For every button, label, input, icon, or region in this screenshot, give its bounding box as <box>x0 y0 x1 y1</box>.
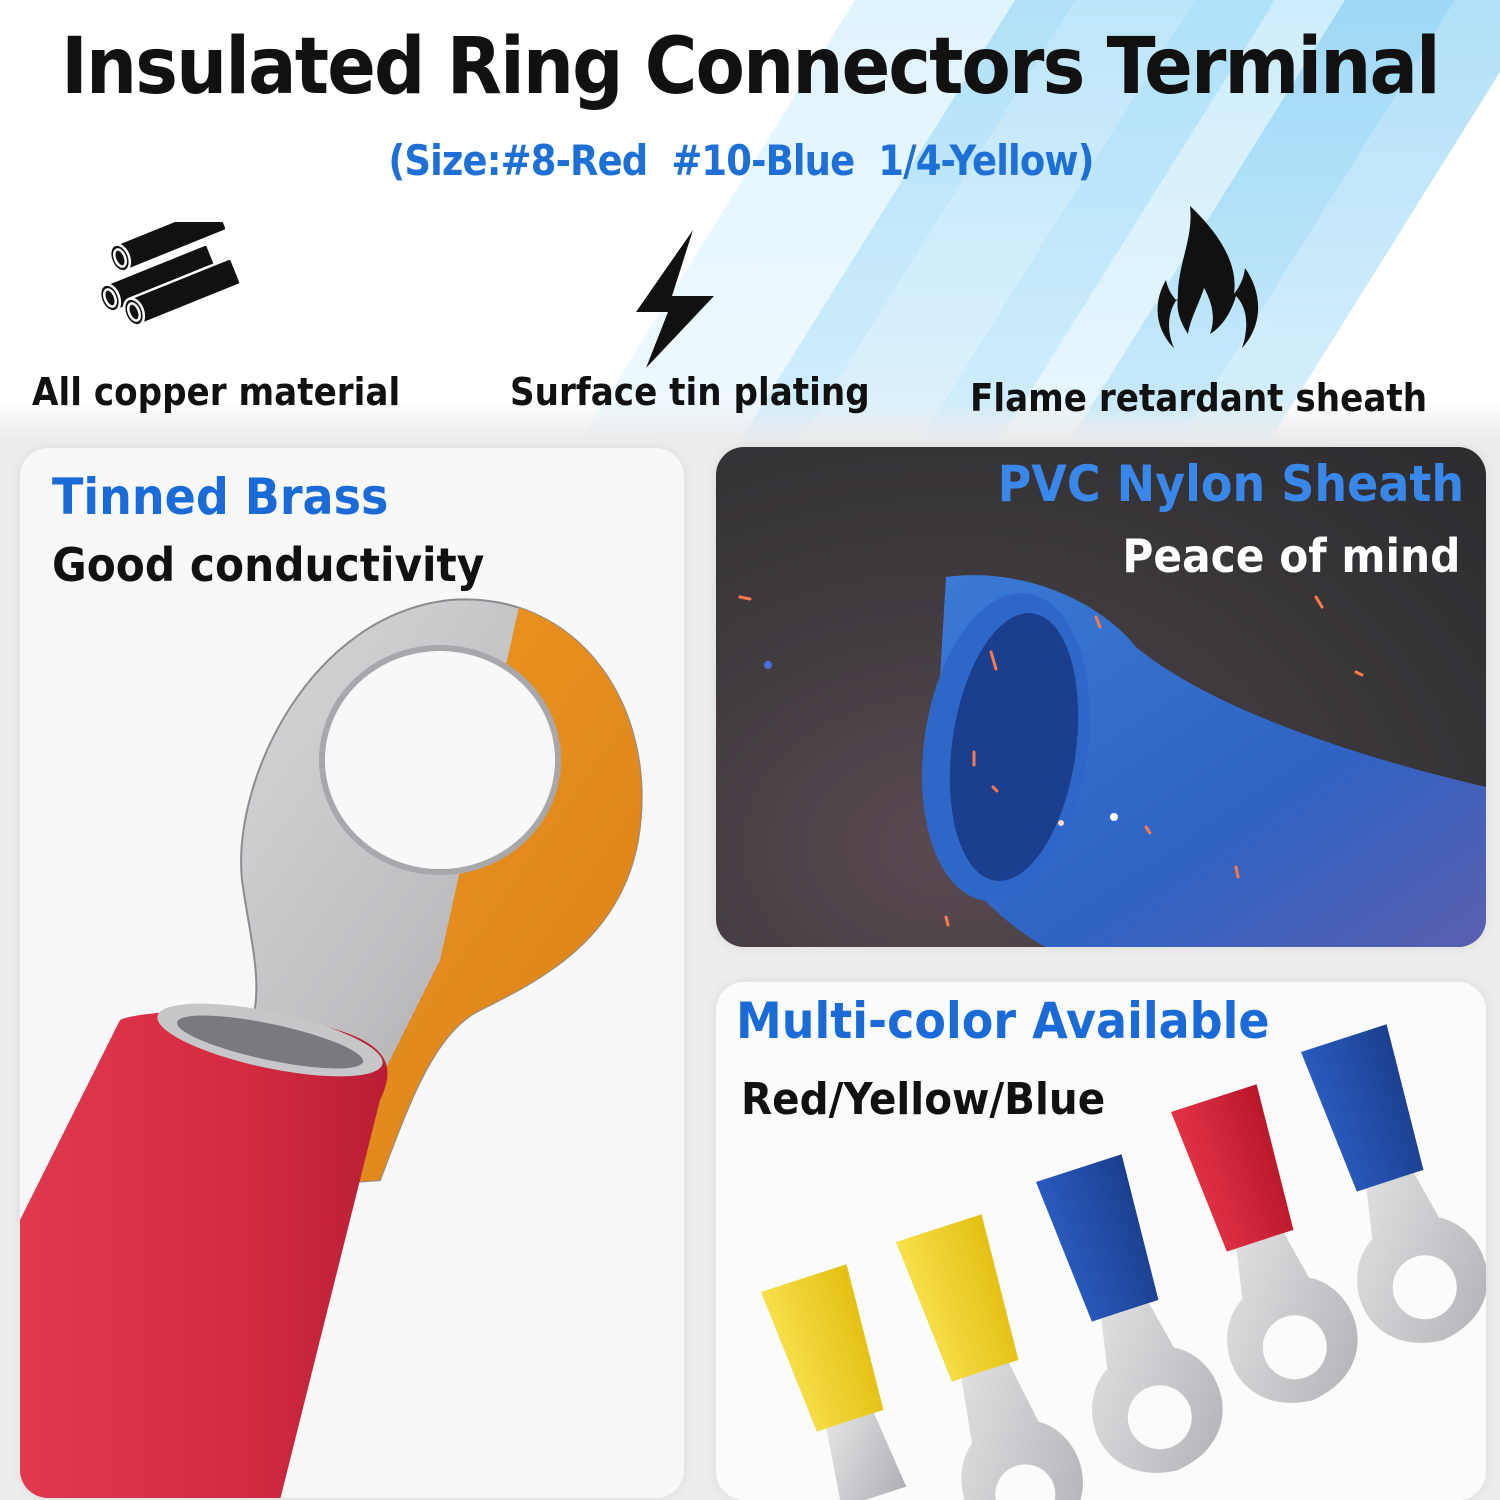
card-title: Tinned Brass <box>52 468 389 526</box>
card-multicolor: Multi-color Available Red/Yellow/Blue <box>716 982 1486 1500</box>
blue-sheath-image <box>716 447 1486 947</box>
card-subtitle: Good conductivity <box>52 538 485 592</box>
card-subtitle: Peace of mind <box>1121 529 1460 583</box>
feature-label: Flame retardant sheath <box>970 376 1428 420</box>
card-title: Multi-color Available <box>736 992 1270 1050</box>
size-subtitle: (Size:#8-Red #10-Blue 1/4-Yellow) <box>388 136 1094 185</box>
red-ring-terminal-image <box>20 580 684 1498</box>
feature-label: Surface tin plating <box>510 370 870 414</box>
card-tinned-brass: Tinned Brass Good conductivity <box>20 448 684 1498</box>
card-title: PVC Nylon Sheath <box>997 455 1464 513</box>
header-banner: Insulated Ring Connectors Terminal (Size… <box>0 0 1500 440</box>
card-subtitle: Red/Yellow/Blue <box>741 1074 1106 1125</box>
page-title: Insulated Ring Connectors Terminal <box>61 22 1440 112</box>
card-pvc-sheath: PVC Nylon Sheath Peace of mind <box>716 447 1486 947</box>
flame-icon <box>1150 206 1270 348</box>
feature-label: All copper material <box>32 370 401 414</box>
copper-tubes-icon <box>100 222 275 332</box>
header-fade <box>0 400 1500 440</box>
terminals-row-image <box>716 982 1486 1500</box>
lightning-bolt-icon <box>636 228 718 370</box>
